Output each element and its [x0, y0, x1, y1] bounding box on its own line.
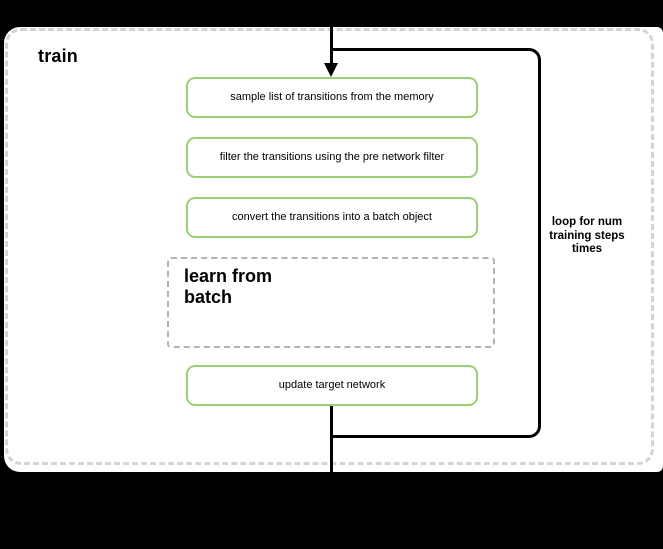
outgoing-connector-line — [330, 404, 333, 472]
step-update-target-network: update target network — [186, 365, 478, 406]
loop-annotation: loop for num training steps times — [536, 216, 638, 257]
subprocess-learn-from-batch: learn from batch — [167, 257, 495, 348]
loop-annotation-line: training steps — [549, 229, 625, 242]
step-label: sample list of transitions from the memo… — [230, 91, 434, 103]
subprocess-label-line: learn from — [184, 266, 273, 286]
subprocess-label-line: batch — [184, 287, 233, 307]
step-convert-to-batch: convert the transitions into a batch obj… — [186, 197, 478, 238]
loop-boundary — [331, 48, 541, 438]
step-label: filter the transitions using the pre net… — [219, 151, 445, 163]
train-group-frame — [5, 28, 654, 465]
step-filter-transitions: filter the transitions using the pre net… — [186, 137, 478, 178]
loop-annotation-line: loop for num — [551, 216, 623, 228]
step-label: convert the transitions into a batch obj… — [232, 211, 432, 223]
loop-annotation-line: times — [571, 243, 603, 255]
arrowhead-icon — [324, 63, 338, 77]
incoming-connector-line — [330, 27, 333, 66]
step-label: update target network — [278, 379, 386, 391]
step-sample-transitions: sample list of transitions from the memo… — [186, 77, 478, 118]
train-group-label: train — [38, 46, 79, 66]
